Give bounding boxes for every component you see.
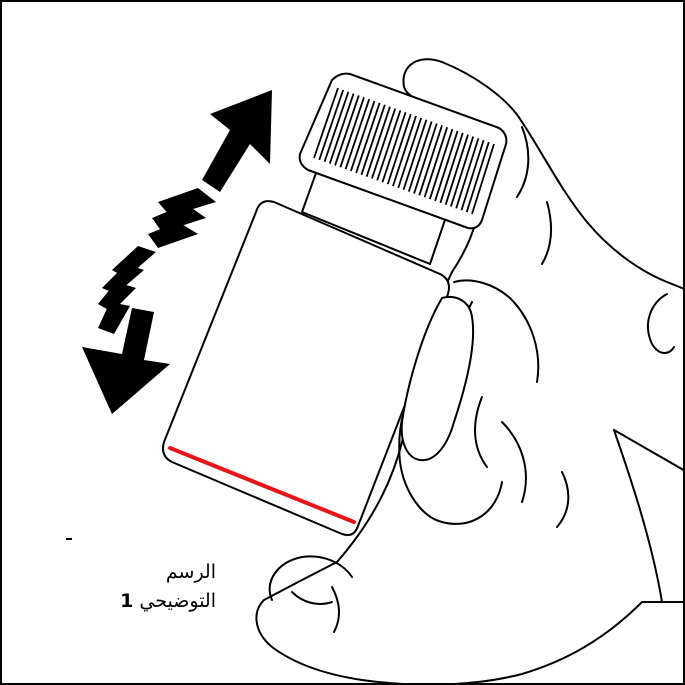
- caption-word-2: التوضيحي: [139, 590, 216, 612]
- arrow-head-down: [82, 308, 170, 414]
- caption-tick: [66, 538, 72, 540]
- arrow-head-up: [202, 90, 272, 192]
- caption-line-2: التوضيحي 1: [66, 587, 216, 616]
- caption-line-1: الرسم: [66, 558, 216, 587]
- arrow-stripe: [98, 302, 130, 334]
- figure-caption: الرسم التوضيحي 1: [66, 558, 216, 616]
- caption-number: 1: [120, 590, 133, 612]
- arrow-stripe: [148, 222, 198, 248]
